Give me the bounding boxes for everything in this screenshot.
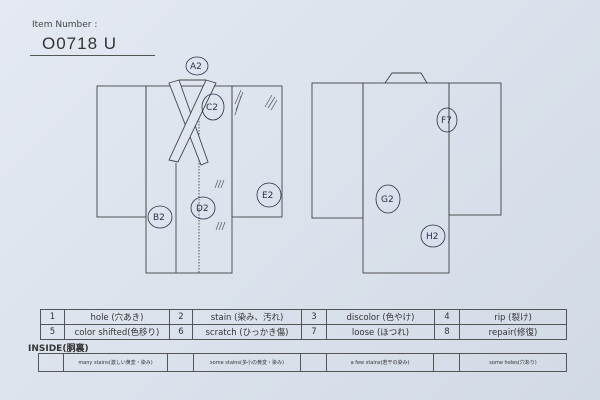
damage-hatching [214, 89, 278, 231]
legend-label: scratch (ひっかき傷) [192, 324, 302, 340]
back-right-sleeve [448, 82, 502, 216]
back-body [362, 82, 450, 274]
back-left-sleeve [311, 82, 364, 219]
legend-num: 7 [301, 324, 327, 340]
front-left-sleeve [96, 85, 147, 218]
annotation-b2: B2 [153, 213, 165, 223]
annotation-e2: E2 [262, 191, 273, 201]
inside-option: many stains(激しい黄変・染み) [63, 353, 168, 372]
inside-checkbox[interactable] [300, 353, 327, 372]
damage-legend-table: 1 hole (穴あき) 2 stain (染み、汚れ) 3 discolor … [40, 309, 567, 340]
inside-row: many stains(激しい黄変・染み) some stains(多小の黄変・… [38, 353, 567, 372]
inside-condition-table: many stains(激しい黄変・染み) some stains(多小の黄変・… [38, 353, 567, 372]
inside-option: some stains(多小の黄変・染み) [193, 353, 301, 372]
legend-label: discolor (色やけ) [326, 309, 435, 325]
garment-diagram: A2 C2 B2 D2 E2 F7 G2 H2 [96, 56, 502, 274]
legend-row: 1 hole (穴あき) 2 stain (染み、汚れ) 3 discolor … [40, 309, 567, 325]
legend-num: 4 [434, 309, 460, 325]
inside-checkbox[interactable] [433, 353, 460, 372]
legend-num: 8 [434, 324, 460, 340]
back-collar-tab [384, 72, 428, 84]
legend-label: hole (穴あき) [64, 309, 170, 325]
collar-band-right [168, 79, 217, 163]
item-number: O0718 U [42, 34, 118, 53]
back-garment [311, 72, 502, 274]
inside-checkbox[interactable] [167, 353, 194, 372]
legend-label: stain (染み、汚れ) [192, 309, 302, 325]
inside-title: INSIDE(胴裏) [28, 344, 89, 354]
annotation-h2: H2 [426, 232, 439, 242]
front-right-sleeve [231, 85, 283, 218]
item-number-underline [30, 55, 155, 56]
inside-option: some holes(穴あり) [459, 353, 567, 372]
annotation-g2: G2 [381, 195, 394, 205]
legend-num: 6 [169, 324, 193, 340]
legend-num: 1 [40, 309, 65, 325]
inside-checkbox[interactable] [38, 353, 64, 372]
legend-num: 3 [301, 309, 327, 325]
legend-label: repair(修復) [459, 324, 567, 340]
annotation-f7: F7 [441, 116, 452, 126]
annotation-c2: C2 [206, 103, 218, 113]
legend-num: 5 [40, 324, 65, 340]
annotation-marks [147, 56, 458, 248]
legend-label: loose (ほつれ) [326, 324, 435, 340]
inside-option: a few stains(若干の染み) [326, 353, 434, 372]
annotation-a2: A2 [190, 62, 202, 72]
legend-label: color shifted(色移り) [64, 324, 170, 340]
annotation-d2: D2 [196, 204, 209, 214]
legend-row: 5 color shifted(色移り) 6 scratch (ひっかき傷) 7… [40, 324, 567, 340]
legend-label: rip (裂け) [459, 309, 567, 325]
legend-num: 2 [169, 309, 193, 325]
item-number-label: Item Number : [32, 20, 98, 30]
front-garment [96, 79, 283, 274]
